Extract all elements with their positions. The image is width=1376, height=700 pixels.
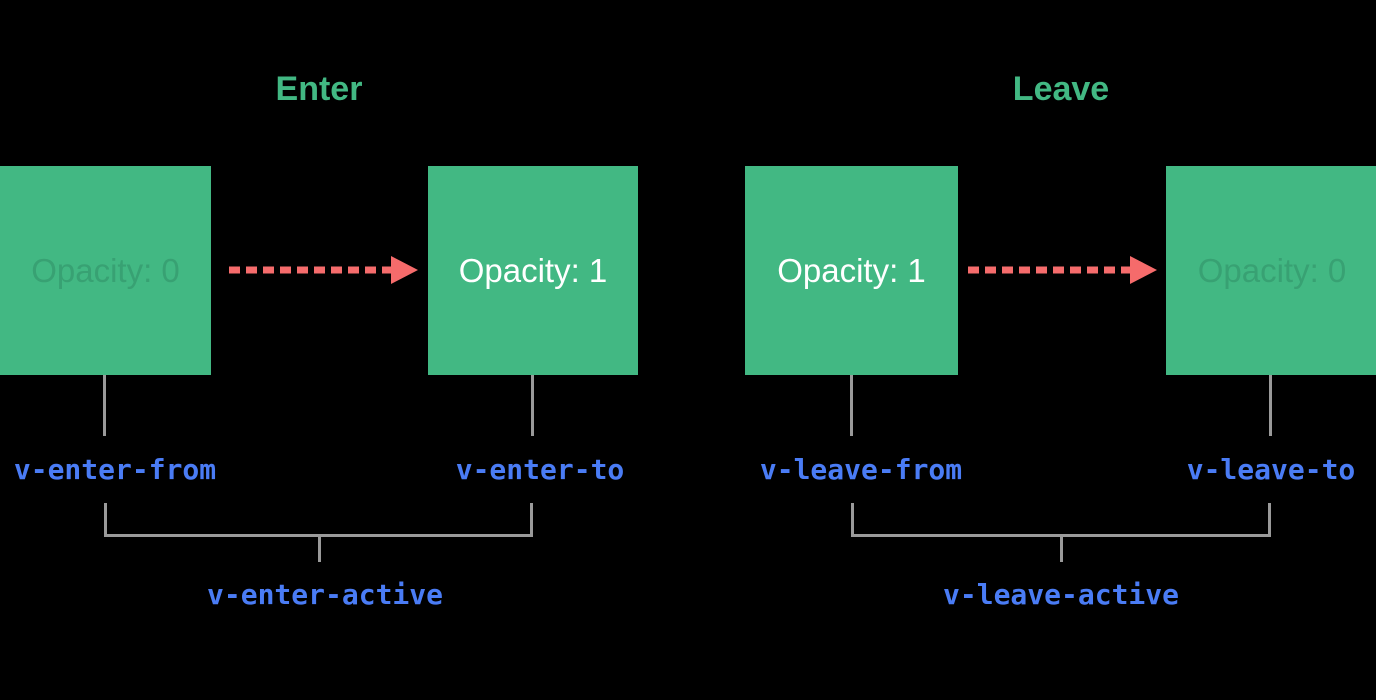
connector-line	[850, 375, 853, 436]
connector-line	[318, 537, 321, 562]
enter-active-class-label: v-enter-active	[206, 578, 444, 611]
leave-to-box-label: Opacity: 0	[1197, 252, 1347, 289]
enter-to-box: Opacity: 1	[428, 166, 638, 375]
leave-title: Leave	[1012, 70, 1110, 108]
connector-line	[103, 375, 106, 436]
connector-line	[1269, 375, 1272, 436]
bracket	[851, 503, 1271, 537]
bracket	[104, 503, 533, 537]
connector-line	[531, 375, 534, 436]
dashed-arrow-right-icon	[229, 256, 418, 284]
leave-from-box-label: Opacity: 1	[777, 252, 926, 289]
leave-to-box: Opacity: 0	[1166, 166, 1376, 375]
leave-active-class-label: v-leave-active	[942, 578, 1180, 611]
enter-from-class-label: v-enter-from	[13, 453, 217, 486]
leave-from-box: Opacity: 1	[745, 166, 958, 375]
dashed-arrow-right-icon	[968, 256, 1157, 284]
enter-to-box-label: Opacity: 1	[458, 252, 608, 289]
enter-title: Enter	[275, 70, 363, 108]
leave-from-class-label: v-leave-from	[759, 453, 963, 486]
leave-to-class-label: v-leave-to	[1186, 453, 1356, 486]
connector-line	[1060, 537, 1063, 562]
enter-from-box-label: Opacity: 0	[31, 252, 180, 289]
enter-from-box: Opacity: 0	[0, 166, 211, 375]
enter-to-class-label: v-enter-to	[455, 453, 625, 486]
